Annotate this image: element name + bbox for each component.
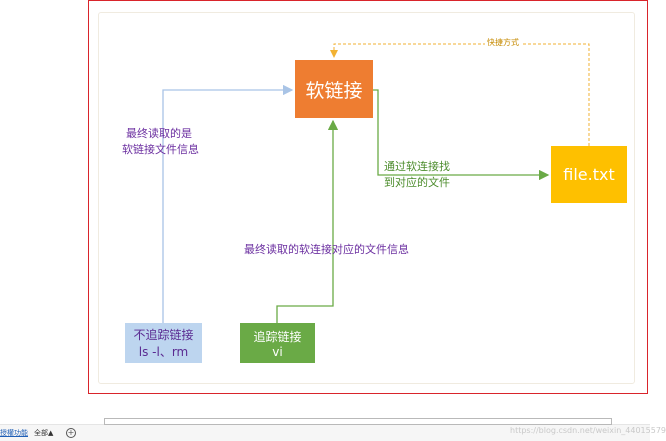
shortcut-dashed-arrow — [330, 43, 590, 146]
follow-commands: vi — [272, 344, 283, 359]
no-follow-title: 不追踪链接 — [133, 328, 194, 342]
symlink-node: 软链接 — [295, 60, 373, 118]
sheet-tab[interactable]: 授權功能 — [0, 429, 28, 437]
find-via-label-line1: 通过软连接找 — [384, 160, 450, 173]
watermark: https://blog.csdn.net/weixin_44015579 — [510, 426, 666, 435]
connectors — [162, 43, 590, 323]
follow-title: 追踪链接 — [253, 329, 302, 344]
final-read-label-line1: 最终读取的是 — [126, 127, 192, 140]
diagram-canvas — [98, 12, 635, 384]
shortcut-label: 快捷方式 — [485, 37, 521, 49]
find-via-label-line2: 到对应的文件 — [384, 176, 450, 189]
all-sheets-button[interactable]: 全部▲ — [34, 429, 54, 437]
file-node: file.txt — [551, 146, 627, 203]
follow-to-symlink-arrow — [276, 119, 339, 323]
symlink-to-file-arrow — [373, 89, 550, 181]
no-follow-commands: ls -l、rm — [138, 345, 189, 359]
add-sheet-icon[interactable]: + — [66, 428, 76, 438]
final-read-label-line2: 软链接文件信息 — [122, 143, 199, 156]
follow-node: 追踪链接 vi — [240, 323, 315, 363]
symlink-label: 软链接 — [305, 79, 363, 102]
no-follow-node: 不追踪链接 ls -l、rm — [125, 323, 202, 363]
final-target-label: 最终读取的软连接对应的文件信息 — [244, 243, 409, 256]
horizontal-scrollbar[interactable] — [104, 418, 612, 425]
diagram-selection-frame — [88, 0, 648, 394]
file-label: file.txt — [563, 165, 615, 184]
no-follow-to-symlink-arrow — [162, 84, 294, 323]
